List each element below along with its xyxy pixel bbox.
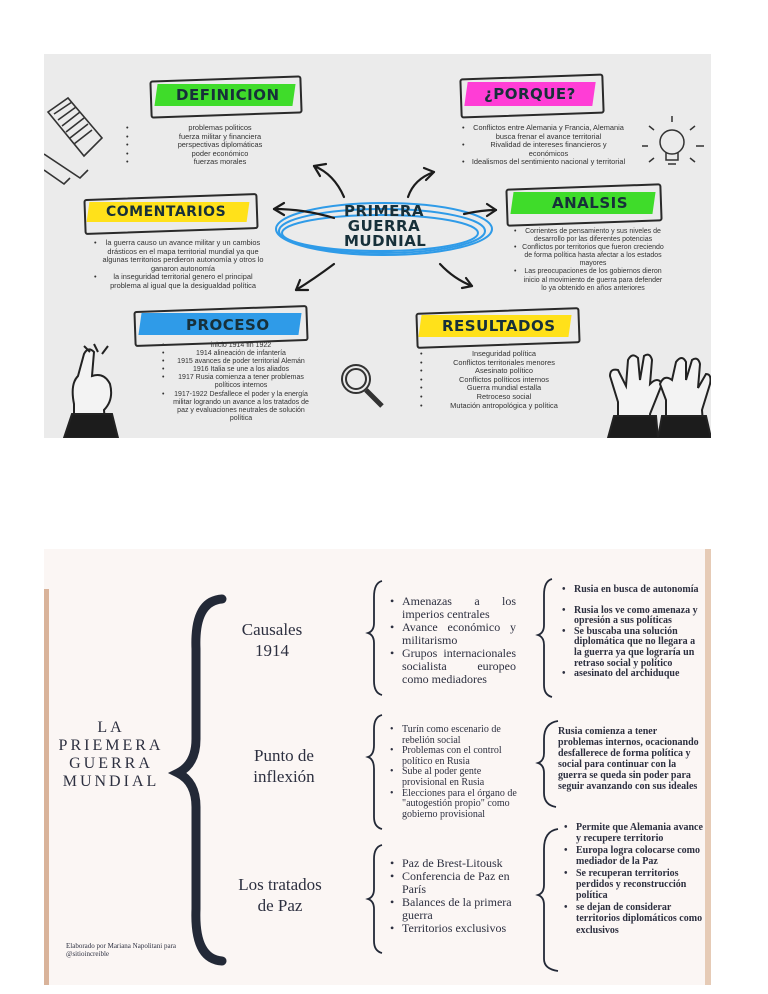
porque-list: Conflictos entre Alemania y Francia, Ale…	[462, 123, 627, 167]
resultados-list: Inseguridad política Conflictos territor…	[420, 349, 580, 411]
sub-brace-icon	[365, 578, 559, 972]
list-item: Inseguridad política	[420, 349, 580, 359]
list-item: fuerza militar y financiera	[126, 132, 306, 142]
list-item: Europa logra colocarse como mediador de …	[564, 845, 704, 868]
porque-title: ¿PORQUE?	[484, 85, 576, 103]
list-item: Las preocupaciones de los gobiernos dier…	[514, 268, 664, 292]
list-item: Rusia los ve como amenaza y opresión a s…	[562, 605, 704, 627]
row-label-line: Los tratados	[238, 875, 322, 894]
hand-pointing-icon	[62, 343, 120, 438]
panel-edge-right	[705, 549, 711, 985]
list-item: fuerzas morales	[126, 158, 306, 167]
list-item: Conferencia de Paz en París	[390, 870, 520, 896]
table-title-line-2: PRIEMERA	[58, 737, 164, 754]
row-label-line: Causales	[241, 620, 303, 639]
list-item: Se buscaba una solución diplomática que …	[562, 626, 704, 669]
list-item: problemas politicos	[126, 123, 306, 133]
center-swirl	[275, 202, 493, 256]
causales-middle-list: Amenazas a los imperios centrales Avance…	[390, 595, 516, 686]
credit: Elaborado por Mariana Napolitani para @s…	[66, 942, 176, 958]
proceso-title: PROCESO	[186, 316, 270, 334]
credit-line-2: @sitioincreible	[66, 950, 109, 958]
table-title: LA PRIEMERA GUERRA MUNDIAL	[50, 719, 172, 791]
raised-hands-icon	[606, 353, 711, 438]
proceso-list: inicio 1914 fin 1922 1914 alineación de …	[162, 342, 312, 423]
row-label-line: de Paz	[257, 896, 303, 915]
list-item: Permite que Alemania avance y recupere t…	[564, 822, 704, 845]
definicion-list: problemas politicos fuerza militar y fin…	[126, 123, 306, 167]
center-title: PRIMERA GUERRA MUDNIAL	[344, 202, 427, 250]
comentarios-title: COMENTARIOS	[106, 204, 227, 220]
row-label-punto-de-inflexion: Punto de inflexión	[224, 745, 344, 787]
list-item: Se recuperan territorios perdidos y reco…	[564, 868, 704, 902]
analsis-title: ANALSIS	[552, 194, 629, 212]
list-item: Turín como escenario de rebelión social	[390, 724, 520, 746]
resultados-title: RESULTADOS	[442, 317, 556, 335]
list-item: Mutación antropológica y política	[420, 401, 580, 411]
list-item: Retroceso social	[420, 392, 580, 402]
list-item: Asesinato político	[420, 367, 580, 376]
table-title-line-3: GUERRA	[69, 755, 153, 772]
list-item: Amenazas a los imperios centrales	[390, 595, 516, 621]
table-title-line-4: MUNDIAL	[62, 773, 160, 790]
list-item: 1915 avances de poder territorial Alemán	[162, 358, 312, 366]
list-item: 1917-1922 Desfallece el poder y la energ…	[162, 391, 312, 423]
magnifier-icon	[341, 364, 384, 408]
row-label-line: Punto de	[254, 746, 314, 765]
row-label-line: inflexión	[253, 767, 315, 786]
inflexion-middle-list: Turín como escenario de rebelión social …	[390, 724, 520, 821]
list-item: perspectivas diplomáticas	[126, 141, 306, 150]
causales-right-list: Rusia en busca de autonomía Rusia los ve…	[562, 584, 704, 680]
tratados-middle-list: Paz de Brest-Litousk Conferencia de Paz …	[390, 857, 520, 936]
list-item: Idealismos del sentimiento nacional y te…	[462, 158, 627, 167]
list-item: Conflictos territoriales menores	[420, 358, 580, 368]
list-item: se dejan de considerar territorios diplo…	[564, 902, 704, 936]
list-item: Conflictos por territorios que fueron cr…	[514, 244, 664, 268]
analsis-list: Corrientes de pensamiento y sus niveles …	[514, 228, 664, 293]
list-item: la inseguridad territorial genero el pri…	[94, 273, 264, 290]
list-item: asesinato del archiduque	[562, 669, 704, 680]
tratados-right-list: Permite que Alemania avance y recupere t…	[564, 822, 704, 936]
mindmap-panel: PRIMERA GUERRA MUDNIAL DEFINICION proble…	[44, 54, 711, 438]
list-item: la guerra causo un avance militar y un c…	[94, 238, 264, 273]
list-item: 1917 Rusia comienza a tener problemas po…	[162, 374, 312, 390]
list-item: inicio 1914 fin 1922	[162, 342, 312, 350]
list-item: Sube al poder gente provisional en Rusia	[390, 767, 520, 788]
list-item: poder económico	[126, 149, 306, 159]
list-item: Conflictos políticos internos	[420, 375, 580, 385]
mindmap-drawings	[44, 96, 711, 438]
row-label-line: 1914	[255, 641, 289, 660]
row-label-tratados-de-paz: Los tratados de Paz	[210, 874, 350, 916]
list-item: Paz de Brest-Litousk	[390, 857, 520, 871]
table-title-line-1: LA	[97, 719, 125, 736]
notebook-icon	[44, 96, 104, 186]
panel-edge-left	[44, 589, 49, 985]
list-item: Problemas con el control político en Rus…	[390, 745, 520, 767]
inflexion-right-text: Rusia comienza a tener problemas interno…	[558, 726, 699, 792]
list-item: 1916 Italia se une a los aliados	[162, 366, 312, 374]
brace-table-panel: LA PRIEMERA GUERRA MUNDIAL Causales 1914…	[44, 549, 711, 985]
main-brace-icon	[167, 594, 227, 966]
list-item: Balances de la primera guerra	[390, 896, 520, 922]
row-label-causales: Causales 1914	[222, 619, 322, 661]
list-item: Rivalidad de intereses financieros y eco…	[462, 140, 627, 158]
list-item: Grupos internacionales socialista europe…	[390, 647, 516, 686]
definicion-title: DEFINICION	[176, 86, 280, 104]
credit-line-1: Elaborado por Mariana Napolitani para	[66, 942, 177, 950]
center-title-line-2: GUERRA	[347, 217, 421, 235]
list-item: Rusia en busca de autonomía	[562, 584, 704, 596]
comentarios-list: la guerra causo un avance militar y un c…	[94, 238, 264, 291]
brace-drawings	[167, 578, 559, 972]
arrow-icon	[272, 162, 498, 292]
list-item: 1914 alineación de infantería	[162, 350, 312, 358]
center-title-line-1: PRIMERA	[344, 202, 424, 220]
center-title-line-3: MUDNIAL	[344, 232, 427, 250]
list-item: Elecciones para el órgano de "autogestió…	[390, 788, 520, 821]
lightbulb-icon	[642, 116, 704, 165]
list-item: Guerra mundial estalla	[420, 384, 580, 393]
list-item: Avance económico y militarismo	[390, 621, 516, 647]
list-item: Corrientes de pensamiento y sus niveles …	[514, 228, 664, 244]
list-item: Territorios exclusivos	[390, 922, 520, 936]
list-item: Conflictos entre Alemania y Francia, Ale…	[462, 123, 627, 141]
